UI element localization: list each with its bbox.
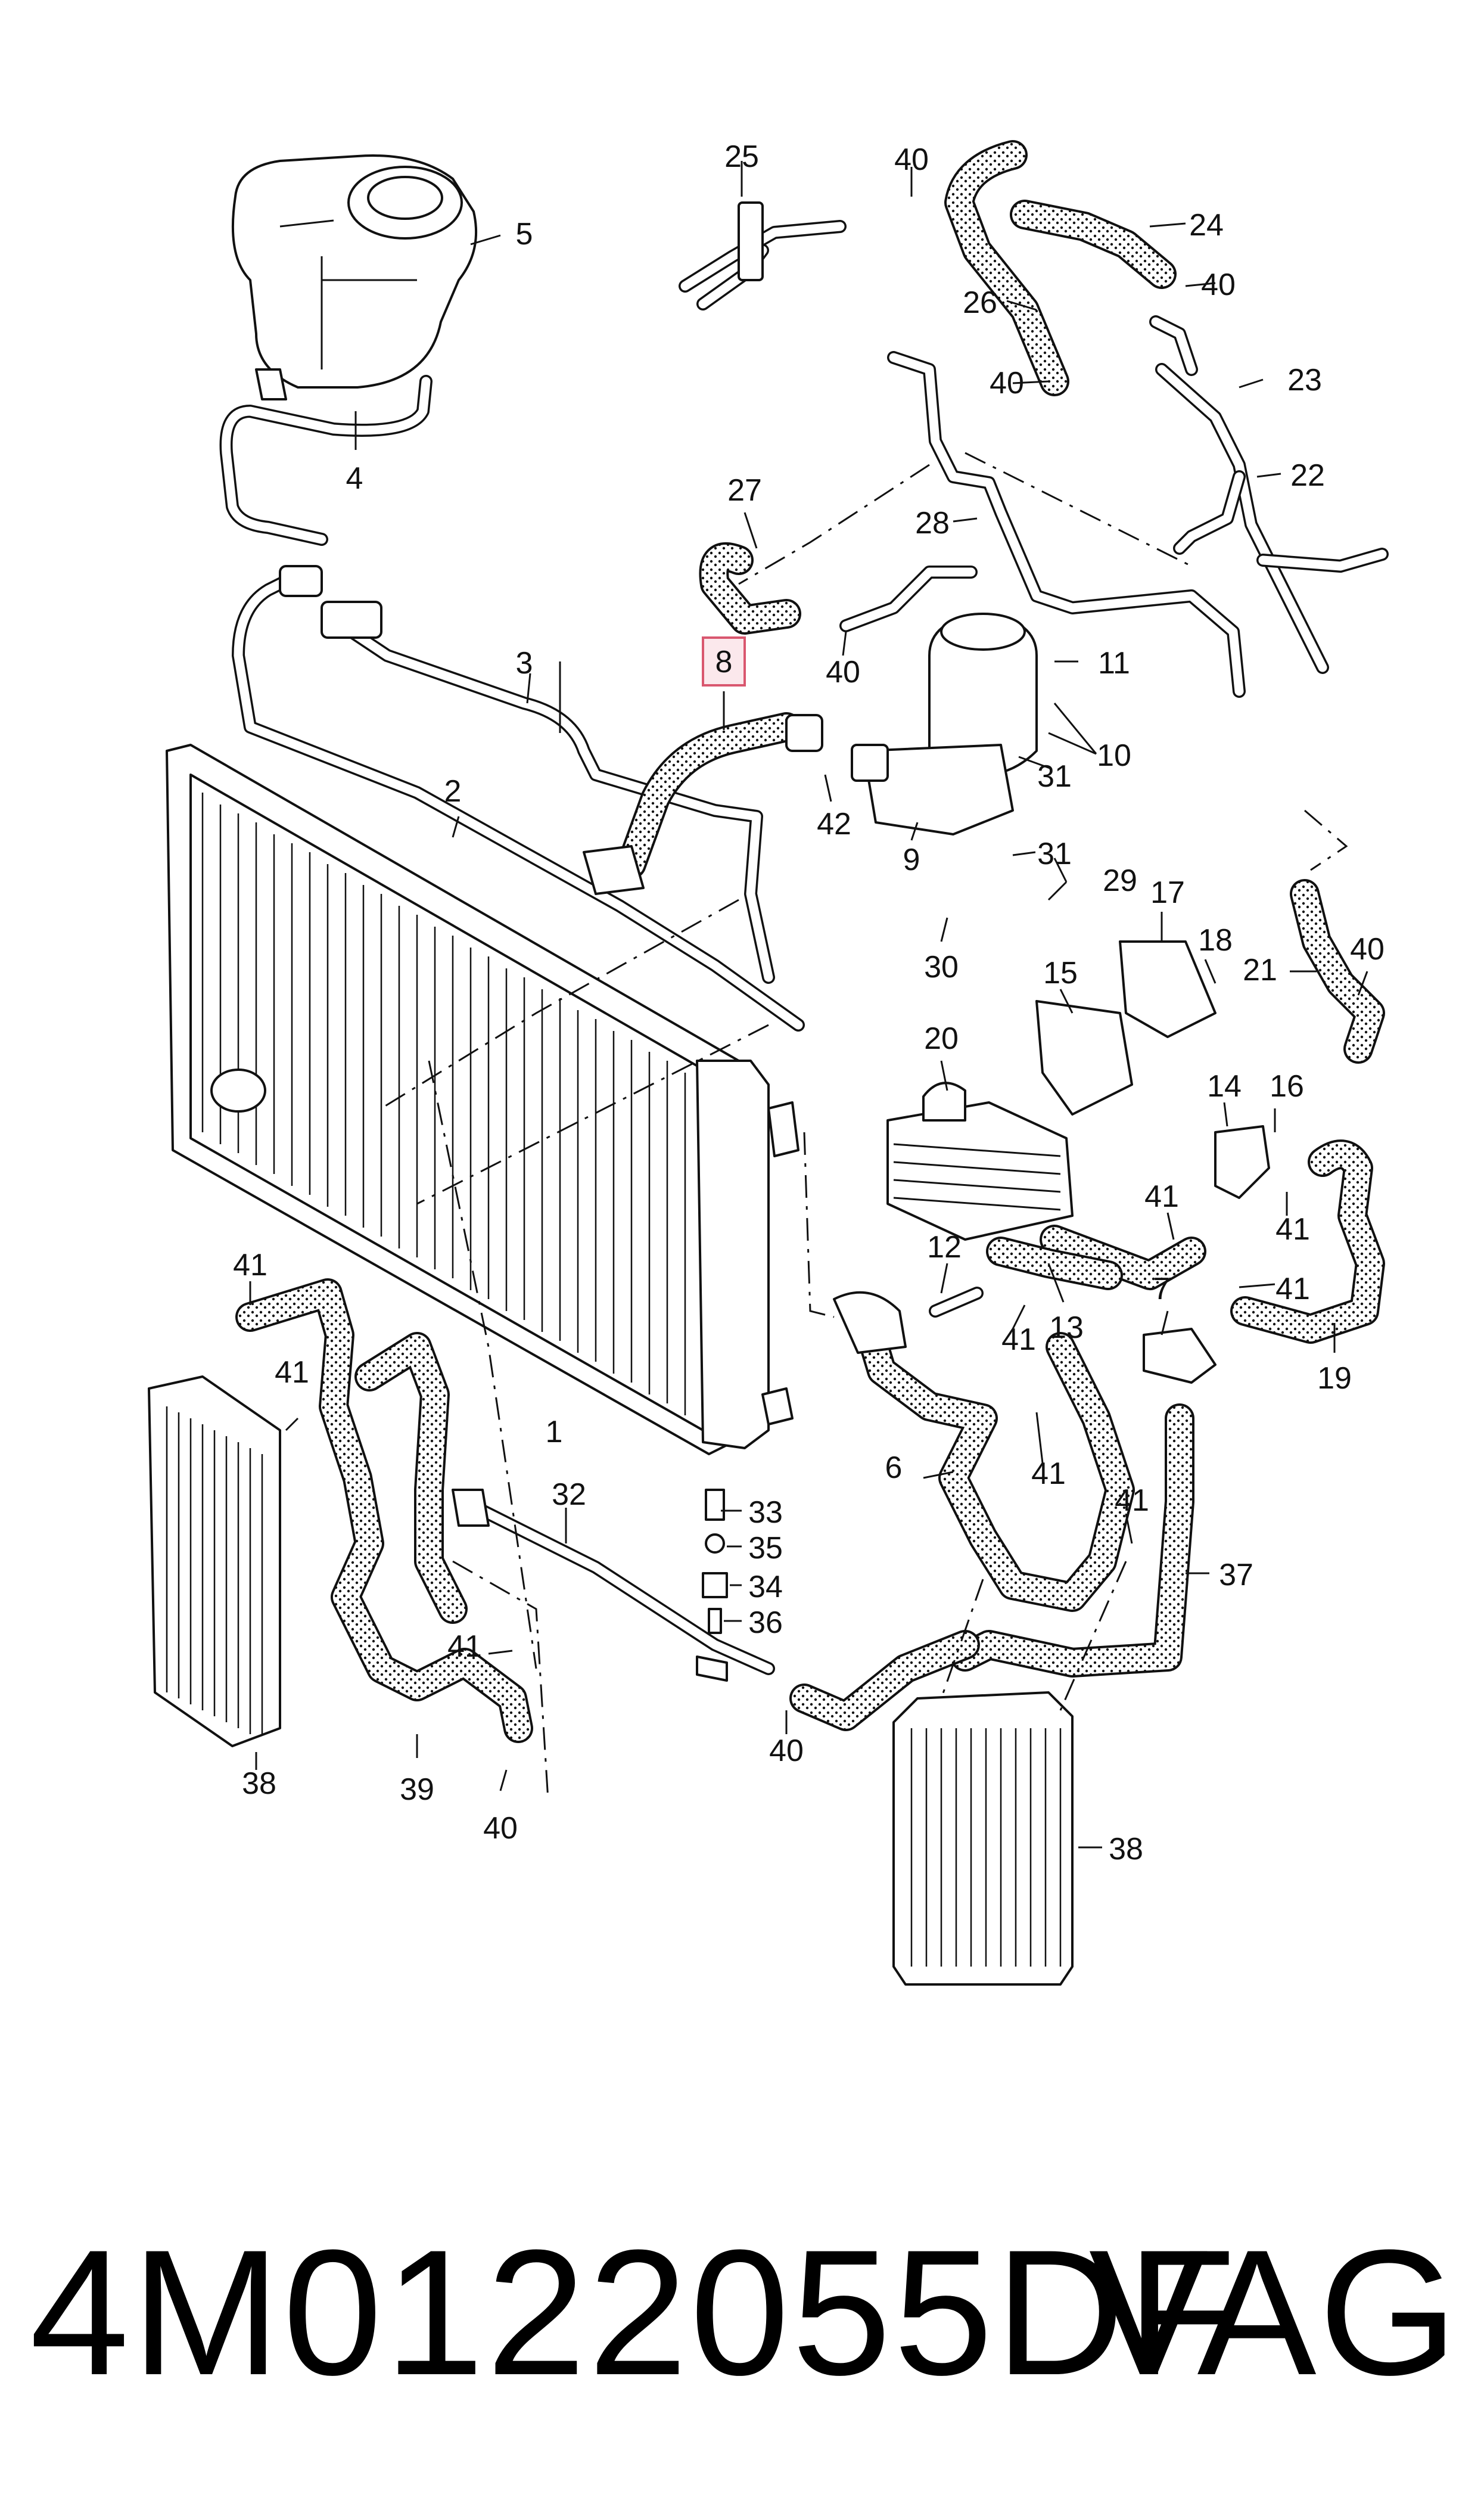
- callout-21: 21: [1243, 953, 1277, 987]
- hose-8: [583, 712, 823, 895]
- callout-41h: 41: [1031, 1456, 1066, 1491]
- callout-41f: 41: [1275, 1272, 1310, 1306]
- callout-13: 13: [1049, 1310, 1084, 1345]
- callout-2: 2: [444, 774, 462, 809]
- callout-12: 12: [927, 1230, 962, 1265]
- part-number: 4M0122055DF: [30, 2212, 1239, 2412]
- callout-19: 19: [1317, 1361, 1352, 1396]
- callout-20: 20: [924, 1021, 959, 1056]
- callout-labels: 1 2 3 4 5 6 7 8 9 10 11 12 13 14 15 16 1…: [233, 139, 1385, 1866]
- vent-line: [232, 565, 805, 1032]
- callout-41d: 41: [1144, 1179, 1179, 1214]
- callout-40a: 40: [894, 142, 929, 177]
- callout-26: 26: [963, 285, 997, 320]
- callout-41c: 41: [447, 1629, 482, 1664]
- callout-18: 18: [1198, 923, 1233, 958]
- callout-17: 17: [1150, 875, 1185, 910]
- callout-41b: 41: [275, 1355, 309, 1390]
- callout-40b: 40: [1201, 268, 1236, 302]
- callout-39: 39: [400, 1772, 434, 1807]
- callout-4: 4: [346, 461, 363, 496]
- expansion-tank: [231, 154, 478, 400]
- callout-40e: 40: [1350, 932, 1385, 967]
- callout-41a: 41: [233, 1248, 267, 1282]
- callout-10: 10: [1097, 738, 1131, 773]
- callout-3: 3: [516, 646, 533, 681]
- oil-cooler: [886, 1082, 1270, 1241]
- callout-41i: 41: [1115, 1483, 1149, 1518]
- aux-radiator-right: [892, 1691, 1074, 1986]
- callout-22: 22: [1290, 458, 1325, 493]
- callout-31a: 31: [1037, 759, 1072, 794]
- parts-diagram: 1 2 3 4 5 6 7 8 9 10 11 12 13 14 15 16 1…: [148, 139, 1389, 1986]
- callout-27: 27: [727, 473, 762, 508]
- callout-23: 23: [1287, 363, 1322, 397]
- callout-33: 33: [748, 1495, 783, 1530]
- callout-34: 34: [748, 1570, 783, 1604]
- callout-11: 11: [1098, 646, 1130, 681]
- oil-filter-housing: [851, 613, 1038, 835]
- callout-5: 5: [516, 217, 533, 251]
- callout-40g: 40: [483, 1811, 518, 1846]
- callout-7: 7: [1153, 1272, 1171, 1306]
- aux-radiator-left: [148, 1375, 281, 1747]
- callout-35: 35: [748, 1531, 783, 1566]
- hoses-center: [833, 1237, 1217, 1612]
- callout-38b: 38: [1109, 1832, 1143, 1866]
- callout-41g: 41: [1001, 1322, 1036, 1357]
- callout-38a: 38: [242, 1766, 276, 1801]
- lower-hoses: [789, 1403, 1194, 1731]
- callout-29: 29: [1103, 864, 1137, 898]
- callout-15: 15: [1043, 956, 1078, 990]
- callout-9: 9: [903, 843, 920, 877]
- callout-32: 32: [552, 1477, 586, 1512]
- callout-42: 42: [817, 807, 851, 841]
- coolant-pipes-top: [679, 201, 1389, 698]
- callout-40c: 40: [990, 366, 1024, 400]
- highlight-box: [702, 636, 746, 687]
- hoses-top: [699, 140, 1177, 635]
- main-radiator: [166, 744, 799, 1455]
- breather-hose: [219, 375, 433, 546]
- callout-40f: 40: [769, 1734, 804, 1768]
- callout-36: 36: [748, 1605, 783, 1640]
- callout-1: 1: [546, 1415, 563, 1449]
- callout-25: 25: [724, 139, 759, 174]
- pipe-32: [452, 1489, 775, 1682]
- callout-30: 30: [924, 950, 959, 984]
- callout-41e: 41: [1275, 1212, 1310, 1247]
- callout-28: 28: [915, 506, 950, 541]
- reference-lines: [381, 452, 1348, 1800]
- hoses-right: [1040, 879, 1385, 1344]
- brackets: [1035, 940, 1217, 1116]
- hose-39: [235, 1278, 533, 1743]
- callout-8: 8: [715, 645, 733, 679]
- callout-31b: 31: [1037, 837, 1072, 871]
- brand-name: VAG: [1088, 2212, 1460, 2412]
- callout-16: 16: [1270, 1069, 1304, 1104]
- callout-37: 37: [1219, 1558, 1253, 1592]
- callout-6: 6: [885, 1450, 903, 1485]
- callout-14: 14: [1207, 1069, 1242, 1104]
- callout-24: 24: [1189, 208, 1224, 243]
- leader-lines: [249, 161, 1368, 1849]
- callout-40d: 40: [826, 655, 860, 689]
